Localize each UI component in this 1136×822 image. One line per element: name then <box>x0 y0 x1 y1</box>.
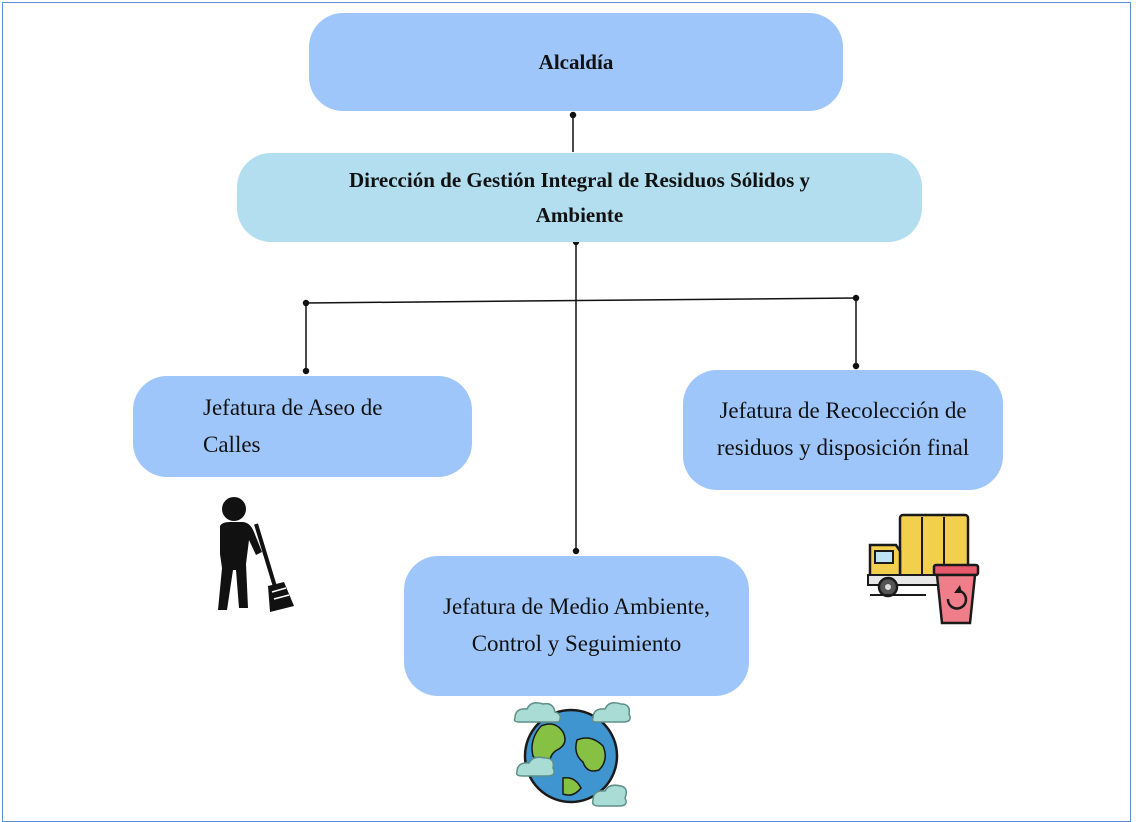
jefatura-medio-label: Jefatura de Medio Ambiente, Control y Se… <box>443 594 710 656</box>
alcaldia-label: Alcaldía <box>538 49 614 74</box>
jefatura-medio-box: Jefatura de Medio Ambiente, Control y Se… <box>404 556 749 696</box>
garbage-truck-recycle-icon <box>867 513 980 625</box>
jefatura-aseo-box: Jefatura de Aseo de Calles <box>133 376 472 477</box>
street-sweeper-icon <box>218 497 294 612</box>
jefatura-recoleccion-label: Jefatura de Recolección de residuos y di… <box>716 398 970 460</box>
earth-globe-icon <box>513 702 631 807</box>
direccion-label: Dirección de Gestión Integral de Residuo… <box>348 167 811 227</box>
jefatura-aseo-label: Jefatura de Aseo de Calles <box>203 394 383 457</box>
alcaldia-box: Alcaldía <box>309 13 843 111</box>
jefatura-recoleccion-box: Jefatura de Recolección de residuos y di… <box>683 370 1003 490</box>
direccion-box: Dirección de Gestión Integral de Residuo… <box>237 153 922 242</box>
connector-horizontal <box>305 297 857 304</box>
